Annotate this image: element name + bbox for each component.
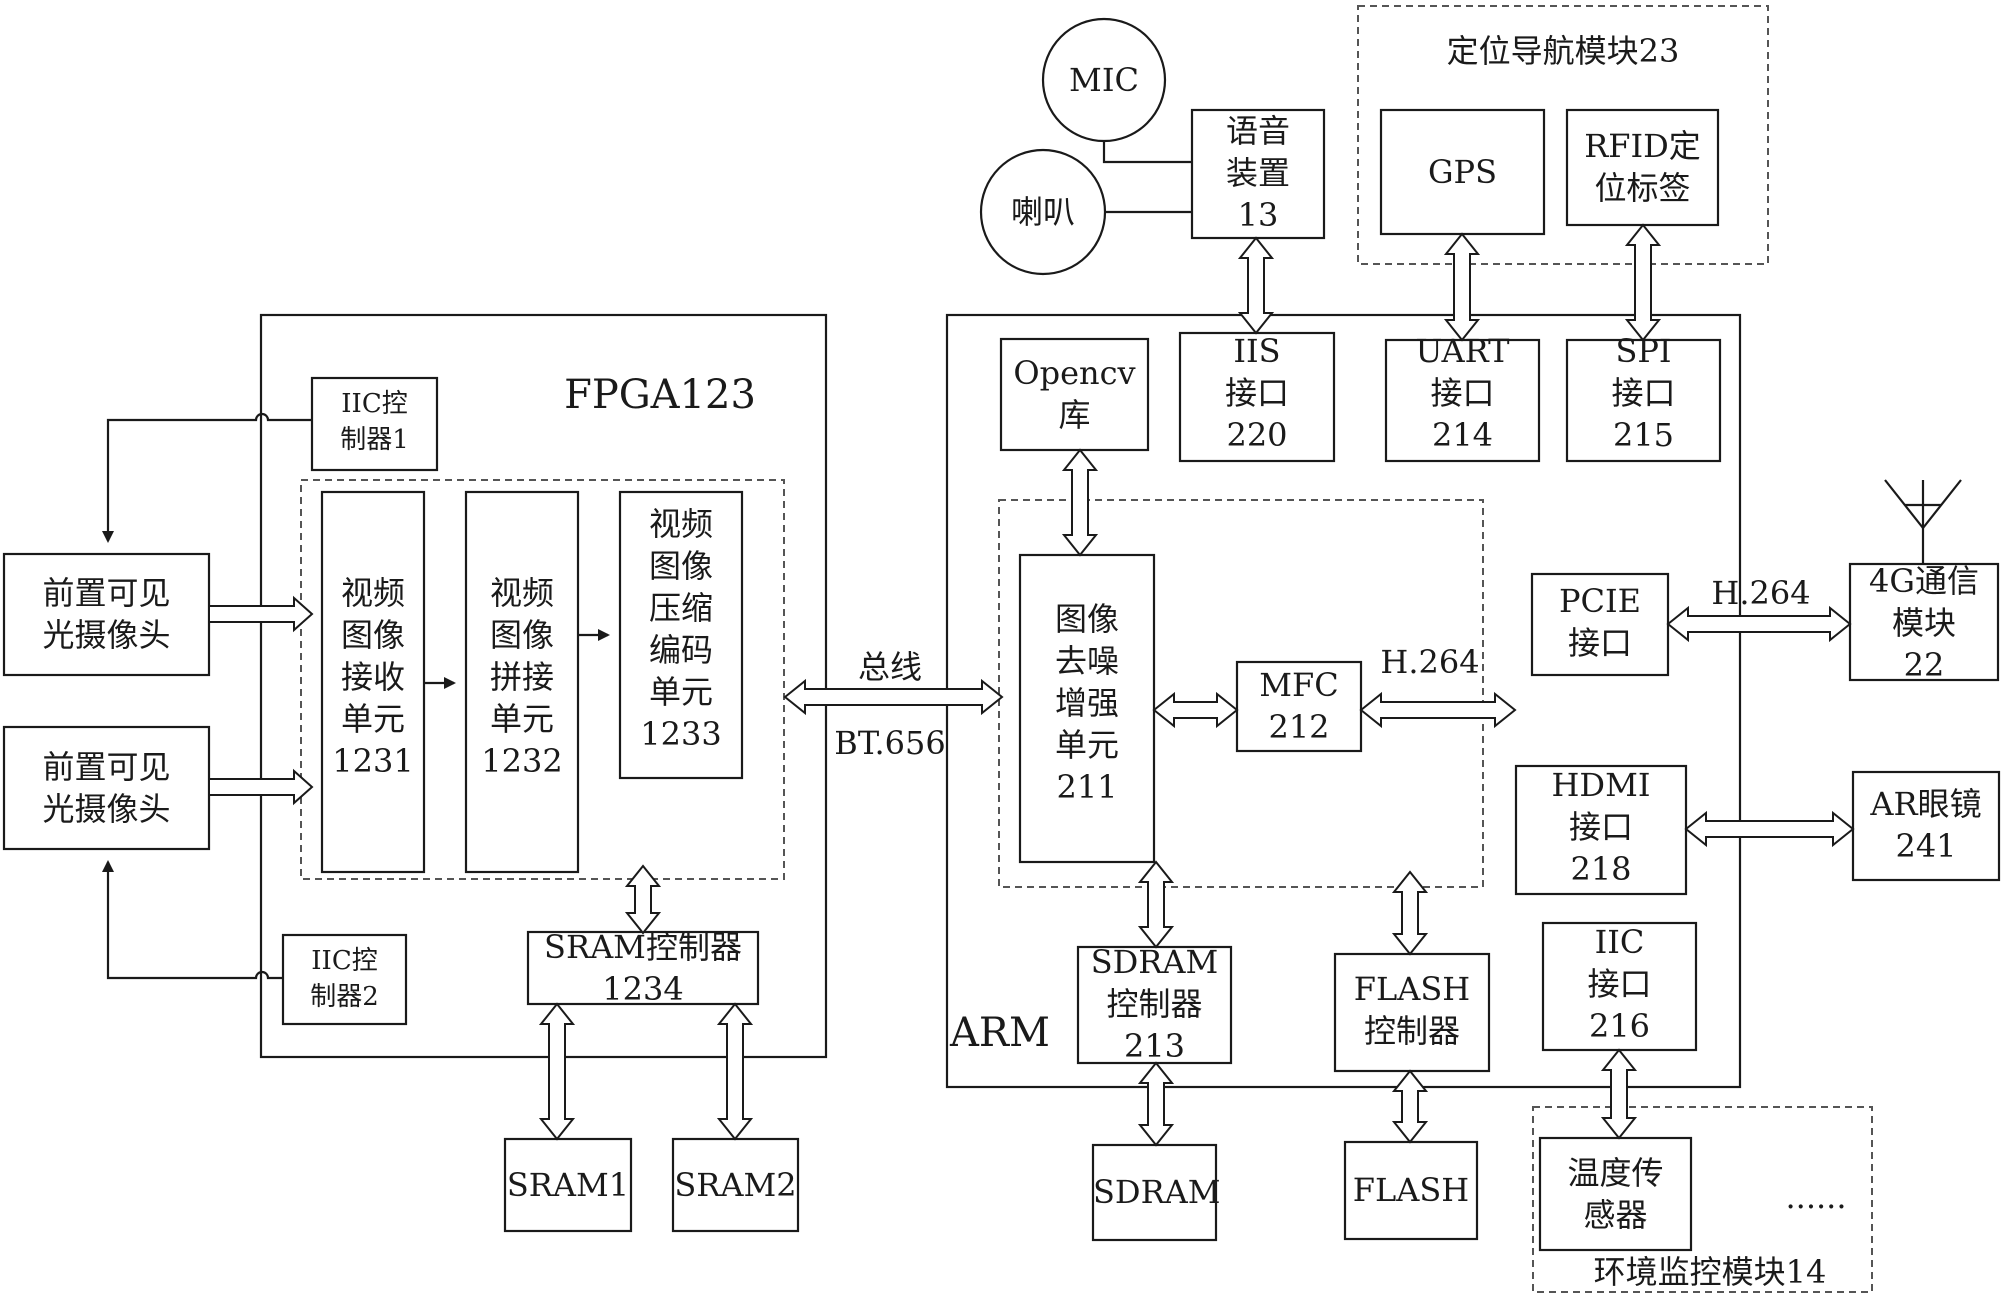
sram1-label: SRAM1 (505, 1164, 631, 1206)
ar-glasses-label: AR眼镜 241 (1853, 783, 1999, 867)
video-encode-unit-label: 视频 图像 压缩 编码 单元 1233 (620, 503, 742, 755)
voice-device-label: 语音 装置 13 (1192, 110, 1324, 236)
denoise-unit-label: 图像 去噪 增强 单元 211 (1020, 598, 1154, 808)
4g-module-label: 4G通信 模块 22 (1850, 560, 1998, 686)
pcie-label: PCIE 接口 (1532, 580, 1668, 664)
gps-uart-arrow (1446, 234, 1478, 340)
speaker-label: 喇叭 (983, 191, 1103, 233)
more-sensors-ellipsis: ...... (1776, 1176, 1856, 1218)
arm-title: ARM (950, 1010, 1030, 1056)
gps-label: GPS (1381, 151, 1544, 193)
sdram-controller-label: SDRAM 控制器 213 (1078, 941, 1231, 1067)
iic-controller-2-label: IIC控 制器2 (283, 943, 406, 1015)
iic-interface-label: IIC 接口 216 (1543, 921, 1696, 1047)
camera-top-label: 前置可见 光摄像头 (4, 572, 209, 656)
flash-controller-label: FLASH 控制器 (1335, 968, 1489, 1052)
nav-module-title: 定位导航模块23 (1358, 30, 1768, 72)
antenna-icon (1885, 480, 1961, 564)
voice-iis-arrow (1240, 238, 1272, 333)
env-module-title: 环境监控模块14 (1560, 1251, 1860, 1293)
rfid-label: RFID定 位标签 (1567, 125, 1718, 209)
iic-temp-arrow (1603, 1050, 1635, 1138)
sdram-label: SDRAM (1093, 1171, 1216, 1213)
mic-label: MIC (1044, 59, 1164, 101)
fpga-title: FPGA123 (560, 372, 760, 418)
camera-bottom-label: 前置可见 光摄像头 (4, 746, 209, 830)
hdmi-label: HDMI 接口 218 (1516, 764, 1686, 890)
bus-label: 总线 (840, 646, 940, 688)
iic-controller-1-label: IIC控 制器1 (312, 386, 437, 458)
opencv-label: Opencv 库 (1001, 352, 1148, 436)
flash-label: FLASH (1345, 1169, 1477, 1211)
video-stitch-unit-label: 视频 图像 拼接 单元 1232 (466, 572, 578, 782)
rfid-spi-arrow (1627, 225, 1659, 340)
sram-controller-label: SRAM控制器 1234 (528, 926, 758, 1010)
mfc-output-label: H.264 (1380, 641, 1480, 683)
temperature-sensor-label: 温度传 感器 (1540, 1152, 1691, 1236)
sram2-arrow (719, 1004, 751, 1139)
spi-label: SPI 接口 215 (1567, 330, 1720, 456)
iis-label: IIS 接口 220 (1180, 330, 1334, 456)
4g-link-label: H.264 (1706, 572, 1816, 614)
sram2-label: SRAM2 (673, 1164, 798, 1206)
mfc-label: MFC 212 (1237, 664, 1361, 748)
bus-protocol-label: BT.656 (825, 722, 955, 764)
uart-label: UART 接口 214 (1386, 330, 1539, 456)
video-receive-unit-label: 视频 图像 接收 单元 1231 (322, 572, 424, 782)
sram1-arrow (541, 1004, 573, 1139)
